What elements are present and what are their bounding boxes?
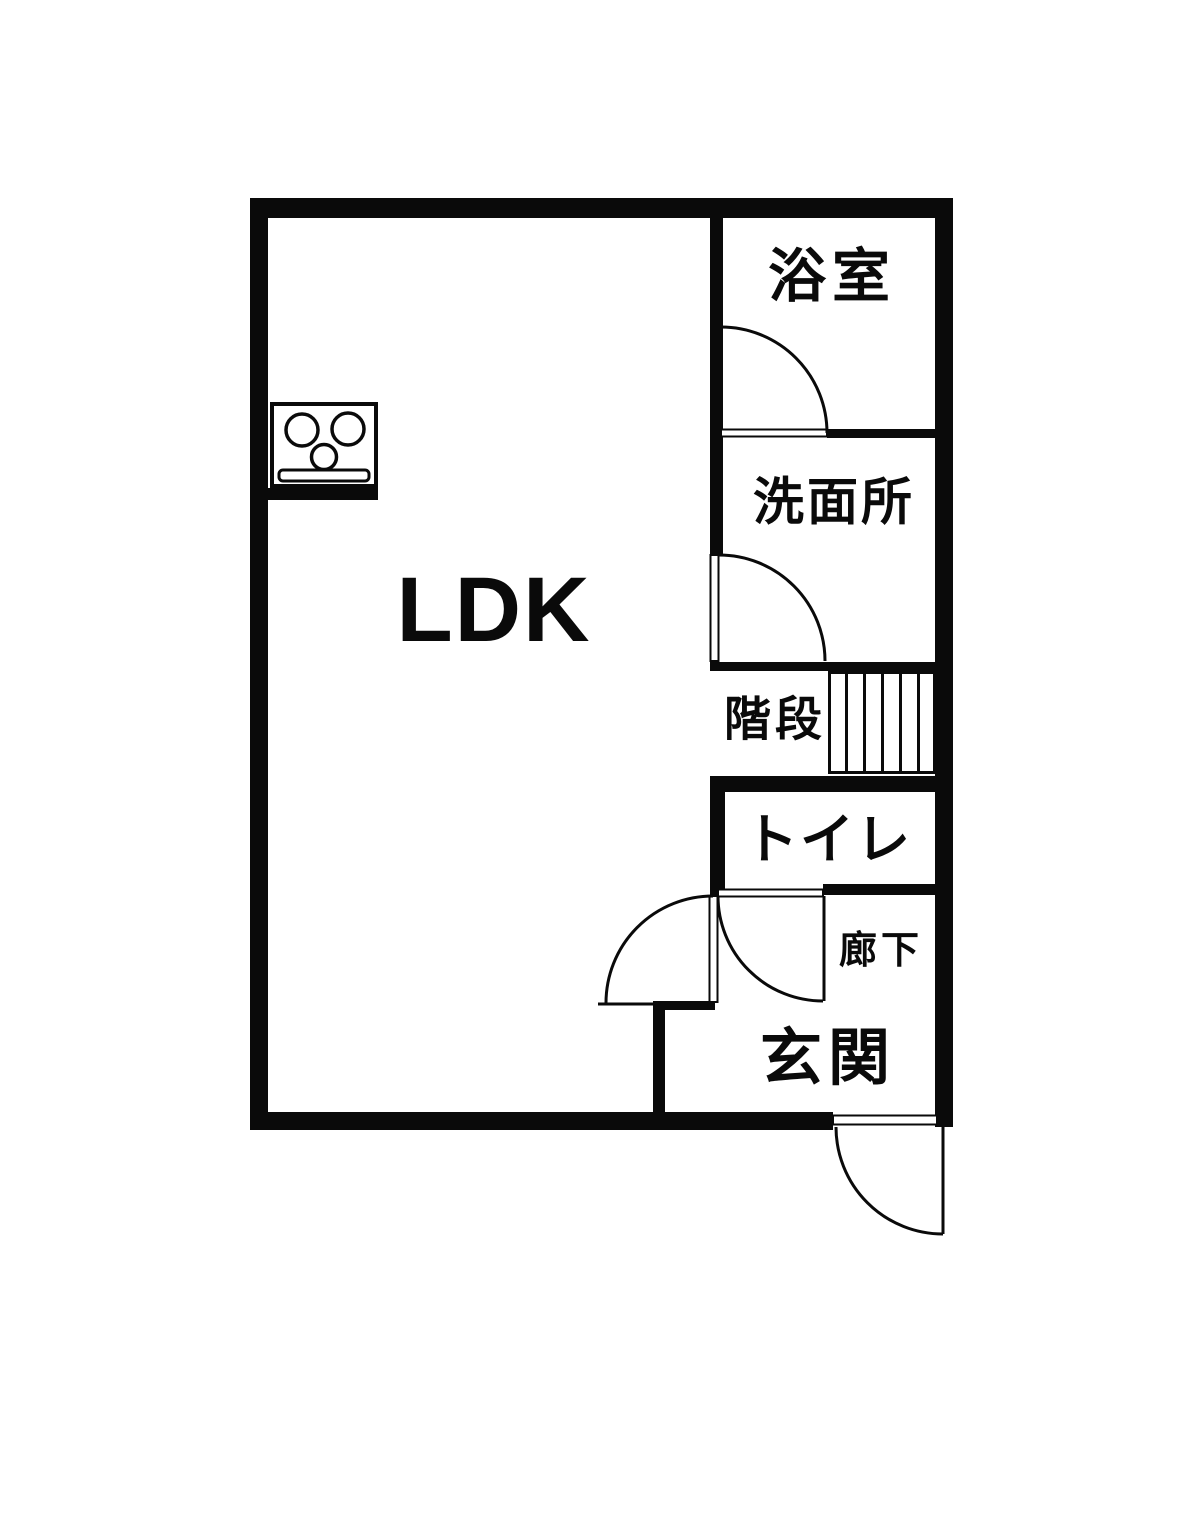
wall-toilet-left [710, 776, 725, 895]
room-label-bathroom: 浴室 [767, 244, 897, 309]
outer-wall-bottom [250, 1112, 833, 1130]
stove-burner-small [309, 442, 339, 472]
wall-toilet-hallway [823, 884, 935, 895]
entrance-door-arc-icon [834, 1126, 944, 1236]
stove-icon [270, 402, 378, 488]
outer-wall-left [250, 198, 268, 1130]
stairs-icon [828, 671, 936, 774]
ldk-door-arc-icon [604, 894, 714, 1004]
outer-wall-right [935, 198, 953, 1127]
stove-burner-right [330, 411, 366, 447]
walls-group [250, 198, 953, 1130]
stove-grill [277, 468, 371, 483]
room-label-stairs: 階段 [724, 692, 826, 746]
hallway-door-opening [708, 895, 719, 1003]
wall-ldk-entrance [653, 1001, 665, 1120]
bathroom-door-opening [720, 428, 828, 438]
wall-washroom-stairs [710, 662, 935, 671]
room-label-entrance: 玄関 [759, 1024, 897, 1093]
toilet-door-arc-icon [716, 895, 824, 1003]
toilet-door-opening [717, 888, 824, 898]
stove-burner-left [284, 412, 320, 448]
room-label-washroom: 洗面所 [752, 473, 916, 531]
washroom-door-arc-icon [718, 553, 827, 662]
room-label-hallway: 廊下 [838, 930, 924, 972]
room-label-toilet: トイレ [744, 810, 912, 870]
bathroom-door-arc-icon [720, 325, 829, 434]
wall-kitchen-counter [268, 488, 378, 500]
outer-wall-top [250, 198, 953, 218]
wall-bath-washroom [827, 429, 935, 438]
door-arcs-group [598, 325, 945, 1236]
washroom-door-opening [709, 554, 720, 662]
wall-ldk-bathroom [710, 218, 723, 555]
wall-stairs-toilet [710, 776, 935, 792]
room-label-ldk: LDK [396, 559, 592, 661]
entrance-door-opening [832, 1114, 938, 1126]
